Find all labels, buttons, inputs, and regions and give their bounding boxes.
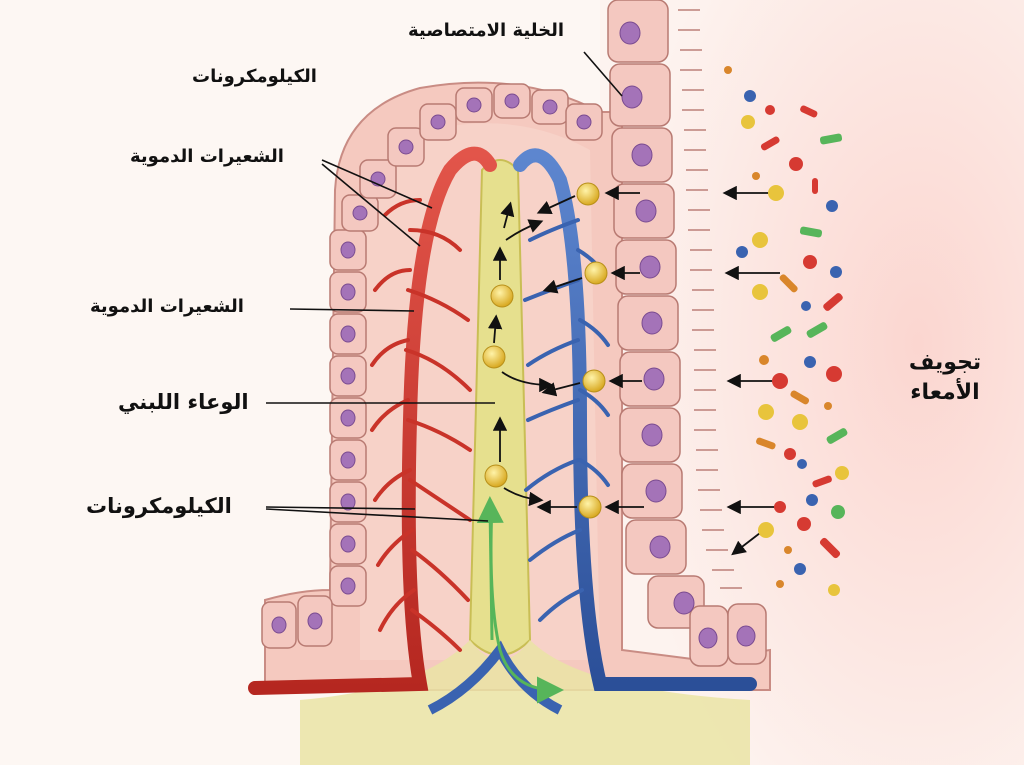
label-lumen-line2: الأمعاء (910, 380, 980, 405)
label-chylomicrons-bottom: الكيلومكرونات (86, 494, 232, 518)
label-absorptive-cell: الخلية الامتصاصية (408, 20, 564, 41)
vein (513, 148, 757, 691)
curved-arrows (501, 219, 554, 507)
label-blood-capillaries-2: الشعيرات الدموية (90, 296, 244, 317)
label-chylomicrons-top: الكيلومكرونات (192, 66, 317, 87)
lacteal-base (300, 640, 750, 765)
label-lumen-line1: تجويف (908, 350, 982, 375)
chylomicron-particles (482, 182, 608, 519)
nuclei-right (619, 21, 756, 649)
lumen-particles (724, 66, 849, 596)
leader-lines (265, 51, 623, 522)
nuclei-left (271, 93, 592, 634)
arterial-capillaries (370, 198, 472, 652)
label-lacteal: الوعاء اللبني (118, 390, 249, 414)
brush-border (678, 9, 742, 589)
label-blood-capillaries-1: الشعيرات الدموية (130, 146, 284, 167)
label-intestinal-lumen: تجويف الأمعاء (880, 348, 1010, 408)
